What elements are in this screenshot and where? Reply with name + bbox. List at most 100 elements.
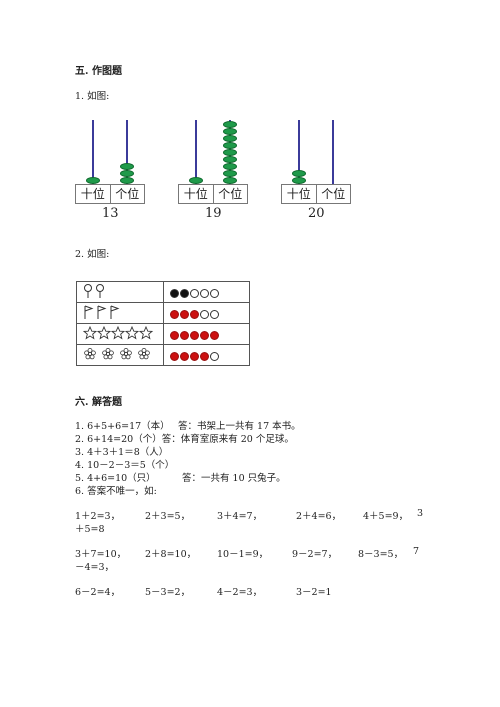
- filled-dot: [200, 351, 209, 361]
- expr-item: －4=3，: [75, 562, 115, 573]
- expr-item: 3＋7=10，: [75, 549, 127, 560]
- table-row: [76, 344, 250, 366]
- abacus-bead: [86, 177, 100, 184]
- abacus-bead: [223, 177, 237, 184]
- table-row: [76, 323, 250, 345]
- dot-cell: [163, 323, 250, 345]
- abacus-bead: [223, 170, 237, 177]
- abacus-base: 十位 个位: [178, 184, 248, 204]
- section5-title: 五. 作图题: [75, 66, 122, 77]
- empty-dot: [190, 288, 199, 298]
- expr-item: 3＋4=7，: [217, 511, 263, 522]
- expr-item: 3: [417, 508, 424, 519]
- filled-dot: [170, 288, 179, 298]
- abacus-rod-tens: [195, 120, 197, 186]
- answer-5-ans: 答：一共有 10 只兔子。: [182, 473, 286, 484]
- abacus-bead: [120, 163, 134, 170]
- abacus-base: 十位 个位: [75, 184, 145, 204]
- abacus-bead: [223, 142, 237, 149]
- picture-cell: [76, 323, 164, 345]
- expr-item: 4－2=3，: [217, 587, 263, 598]
- abacus-number: 13: [102, 206, 119, 221]
- table-row: [76, 302, 250, 324]
- answer-4-eq: 4. 10－2－3＝5（个）: [75, 460, 175, 471]
- abacus-bead: [189, 177, 203, 184]
- abacus-ones-label: 个位: [212, 185, 248, 203]
- answer-2-eq: 2. 6+14=20（个）答：体育室原来有 20 个足球。: [75, 434, 294, 445]
- abacus-bead: [292, 170, 306, 177]
- abacus-20: 十位 个位 20: [281, 120, 351, 221]
- q1-label: 1. 如图:: [75, 91, 110, 102]
- filled-dot: [180, 309, 189, 319]
- expr-item: 2＋3=5，: [145, 511, 191, 522]
- abacus-bead: [120, 177, 134, 184]
- abacus-bead: [223, 163, 237, 170]
- empty-dot: [210, 351, 219, 361]
- expr-item: 10－1=9，: [217, 549, 269, 560]
- filled-dot: [170, 330, 179, 340]
- picture-cell: [76, 302, 164, 324]
- expr-item: 5－3=2，: [145, 587, 191, 598]
- abacus-base: 十位 个位: [281, 184, 351, 204]
- empty-dot: [210, 288, 219, 298]
- empty-dot: [200, 288, 209, 298]
- expr-item: 3－2=1: [296, 587, 332, 598]
- expr-item: 9－2=7，: [292, 549, 338, 560]
- abacus-rod-ones: [332, 120, 334, 186]
- filled-dot: [180, 288, 189, 298]
- filled-dot: [200, 330, 209, 340]
- filled-dot: [180, 351, 189, 361]
- filled-dot: [190, 309, 199, 319]
- abacus-bead: [292, 177, 306, 184]
- dot-cell: [163, 281, 250, 303]
- table-row: [76, 281, 250, 303]
- abacus-bead: [223, 121, 237, 128]
- abacus-13: 十位 个位 13: [75, 120, 145, 221]
- expr-item: 2＋4=6，: [296, 511, 342, 522]
- section6-title: 六. 解答题: [75, 397, 122, 408]
- answer-5-eq: 5. 4+6=10（只）: [75, 473, 156, 484]
- abacus-bead: [223, 135, 237, 142]
- abacus-bead: [223, 128, 237, 135]
- answer-1-ans: 答：书架上一共有 17 本书。: [178, 421, 301, 432]
- expr-item: 7: [413, 546, 420, 557]
- dot-cell: [163, 344, 250, 366]
- abacus-tens-label: 十位: [80, 187, 105, 201]
- abacus-rod-tens: [92, 120, 94, 186]
- flag-icon: [84, 305, 120, 319]
- dot-cell: [163, 302, 250, 324]
- abacus-bead: [223, 156, 237, 163]
- filled-dot: [210, 330, 219, 340]
- q2-label: 2. 如图:: [75, 249, 110, 260]
- filled-dot: [170, 309, 179, 319]
- abacus-number: 19: [205, 206, 222, 221]
- filled-dot: [190, 351, 199, 361]
- picture-cell: [76, 344, 164, 366]
- abacus-tens-label: 十位: [286, 187, 311, 201]
- expr-item: 6－2=4，: [75, 587, 121, 598]
- expr-item: 1＋2=3，: [75, 511, 121, 522]
- abacus-tens-label: 十位: [183, 187, 208, 201]
- filled-dot: [170, 351, 179, 361]
- answer-6-eq: 6. 答案不唯一，如:: [75, 486, 157, 497]
- abacus-ones-label: 个位: [109, 185, 145, 203]
- empty-dot: [200, 309, 209, 319]
- expr-item: ＋5=8: [75, 524, 105, 535]
- empty-dot: [210, 309, 219, 319]
- abacus-rod-ones: [126, 120, 128, 186]
- picture-dot-table: [76, 281, 250, 366]
- flower-icon: [84, 347, 150, 359]
- abacus-ones-label: 个位: [315, 185, 351, 203]
- answer-1-eq: 1. 6+5+6=17（本）: [75, 421, 170, 432]
- abacus-bead: [223, 149, 237, 156]
- expr-item: 2＋8=10，: [145, 549, 197, 560]
- star-icon: [82, 325, 154, 340]
- expr-item: 8－3=5，: [358, 549, 404, 560]
- abacus-bead: [120, 170, 134, 177]
- abacus-19: 十位 个位 19: [178, 120, 248, 221]
- answer-3-eq: 3. 4＋3＋1＝8（人）: [75, 447, 169, 458]
- expr-item: 4＋5=9，: [363, 511, 409, 522]
- picture-cell: [76, 281, 164, 303]
- filled-dot: [190, 330, 199, 340]
- balloon-icon: [84, 283, 104, 298]
